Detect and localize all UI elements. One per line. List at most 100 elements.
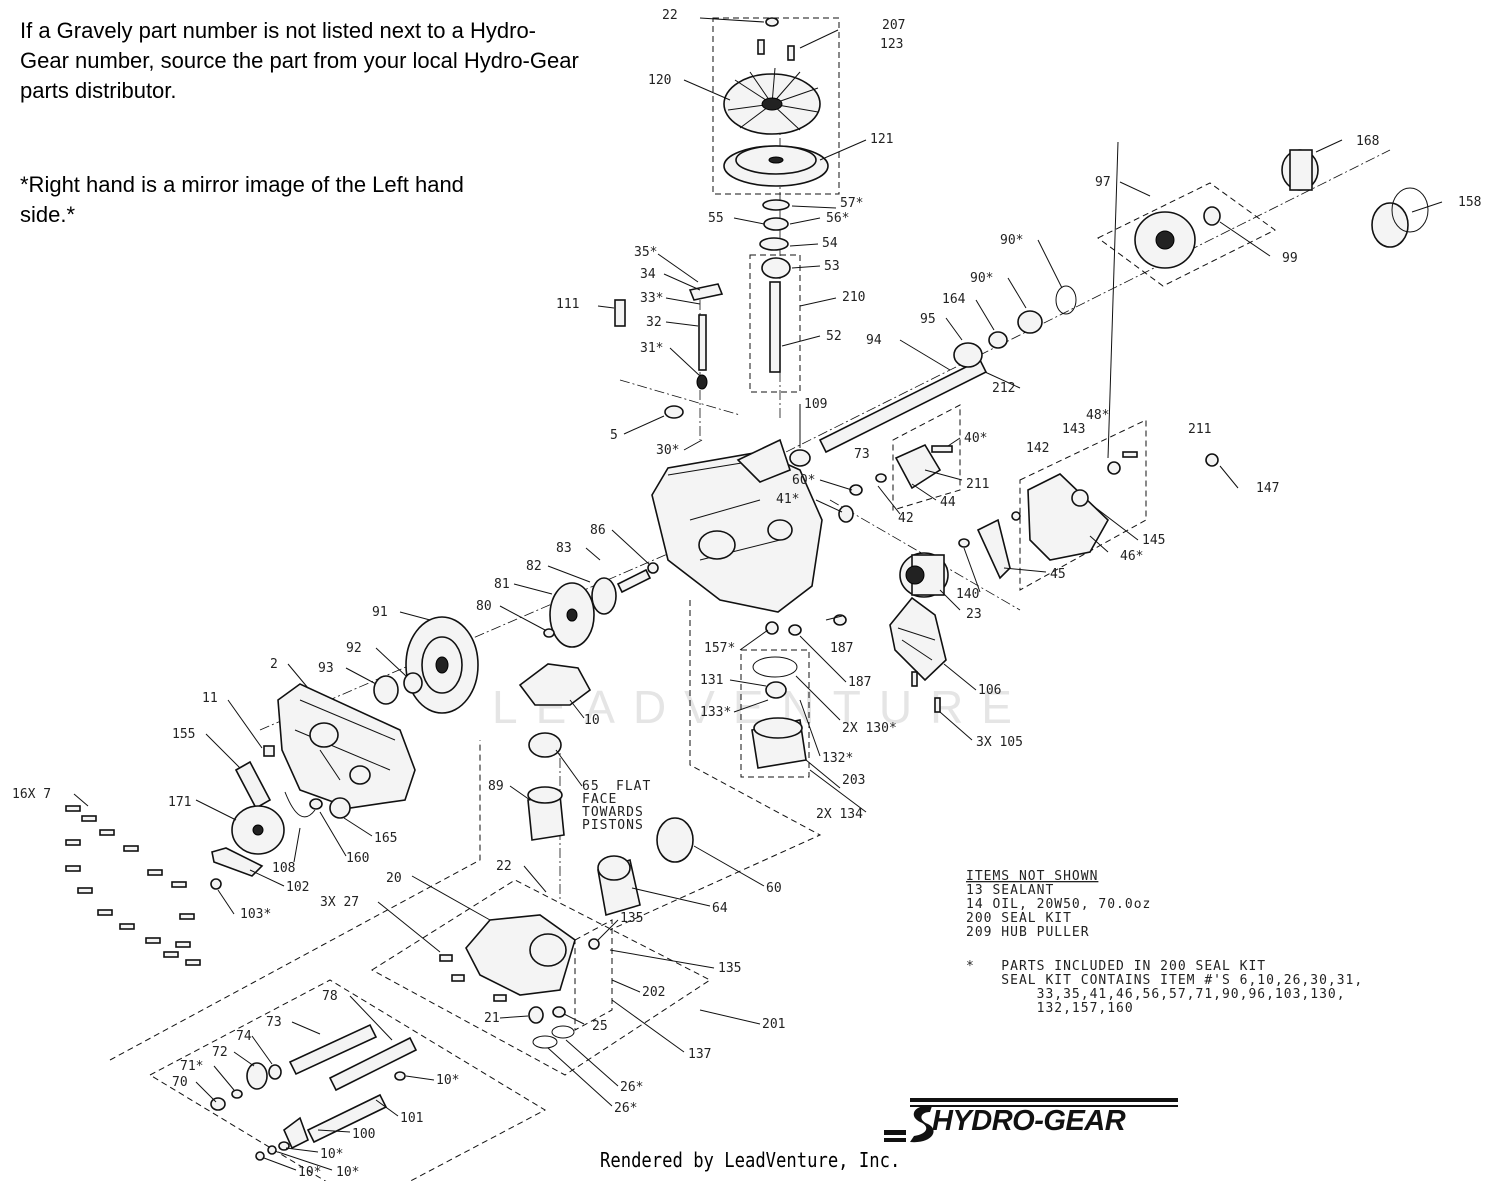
callout-64: 64 xyxy=(712,901,728,916)
callout-168: 168 xyxy=(1356,134,1379,149)
thrust-race-65 xyxy=(528,732,562,758)
callout-65-note: FLAT FACE TOWARDS PISTONS xyxy=(582,779,660,833)
callout-101: 101 xyxy=(400,1111,423,1126)
ring-10c xyxy=(267,1145,277,1155)
callout-73a: 73 xyxy=(854,447,870,462)
callout-10d: 10* xyxy=(336,1165,359,1180)
callout-55: 55 xyxy=(708,211,724,226)
callout-70: 70 xyxy=(172,1075,188,1090)
kit-box-211b xyxy=(1019,419,1147,591)
callout-211b: 211 xyxy=(1188,422,1211,437)
washer-80 xyxy=(543,628,555,638)
callout-160: 160 xyxy=(346,851,369,866)
callout-60: 60 xyxy=(766,881,782,896)
items-not-shown-row-1: 14 OIL, 20W50, 70.0oz xyxy=(966,897,1151,912)
nut-99 xyxy=(1203,206,1221,226)
kit-box-202 xyxy=(574,919,613,1031)
callout-48: 48* xyxy=(1086,408,1109,423)
note-gravely-part-number: If a Gravely part number is not listed n… xyxy=(20,18,579,103)
callout-211a: 211 xyxy=(966,477,989,492)
ring-10d xyxy=(255,1151,265,1161)
callout-35: 35* xyxy=(634,245,657,260)
side-cover-2 xyxy=(263,683,416,809)
plug-187b xyxy=(788,624,802,636)
filter-133 xyxy=(765,681,787,699)
bolt-105b xyxy=(934,697,941,713)
nut-22 xyxy=(765,17,779,27)
plate-44 xyxy=(894,443,942,490)
callout-31: 31* xyxy=(640,341,663,356)
callout-157: 157* xyxy=(704,641,735,656)
ring-145 xyxy=(1071,489,1089,507)
input-shaft-52 xyxy=(769,281,781,373)
seal-60 xyxy=(656,817,694,863)
callout-78: 78 xyxy=(322,989,338,1004)
axle-94 xyxy=(818,358,988,454)
pin-83 xyxy=(616,568,652,594)
washer-73 xyxy=(875,473,887,483)
callout-102: 102 xyxy=(286,880,309,895)
callout-201: 201 xyxy=(762,1017,785,1032)
valve-111 xyxy=(614,299,626,327)
callout-80: 80 xyxy=(476,599,492,614)
housing-body xyxy=(651,451,823,613)
callout-155: 155 xyxy=(172,727,195,742)
shaft-kit-box xyxy=(148,979,547,1181)
plug-11 xyxy=(263,745,275,757)
kit-box-203 xyxy=(740,649,810,778)
callout-2: 2 xyxy=(270,657,278,672)
callout-5: 5 xyxy=(610,428,618,443)
callout-145: 145 xyxy=(1142,533,1165,548)
callout-210: 210 xyxy=(842,290,865,305)
callout-158: 158 xyxy=(1458,195,1481,210)
callout-212: 212 xyxy=(992,381,1015,396)
bearing-168 xyxy=(1281,149,1319,191)
callout-60x: 60* xyxy=(792,473,815,488)
footer-rendered-by: Rendered by LeadVenture, Inc. xyxy=(600,1148,901,1172)
callout-95: 95 xyxy=(920,312,936,327)
callout-121: 121 xyxy=(870,132,893,147)
callout-123: 123 xyxy=(880,37,903,52)
oring-131 xyxy=(752,656,798,678)
callout-90b: 90* xyxy=(970,271,993,286)
pinion-82 xyxy=(591,577,617,615)
callout-45: 45 xyxy=(1050,567,1066,582)
bolt-123a xyxy=(757,39,765,55)
callout-99: 99 xyxy=(1282,251,1298,266)
oring-31 xyxy=(696,374,708,390)
callout-165: 165 xyxy=(374,831,397,846)
bolt-40 xyxy=(931,445,953,453)
items-not-shown-block: ITEMS NOT SHOWN 13 SEALANT 14 OIL, 20W50… xyxy=(966,869,1362,1016)
bolt-123b xyxy=(787,45,795,61)
callout-82: 82 xyxy=(526,559,542,574)
bolt-48 xyxy=(1122,451,1138,458)
callout-34: 34 xyxy=(640,267,656,282)
bearing-53 xyxy=(761,257,791,279)
callout-100: 100 xyxy=(352,1127,375,1142)
ring-90b xyxy=(1055,285,1077,315)
axle-axis xyxy=(769,149,1391,461)
kit-box-207 xyxy=(712,17,840,195)
kit-boxes xyxy=(109,17,1276,1181)
ring-26a xyxy=(532,1035,558,1049)
pin-135 xyxy=(588,938,600,950)
callout-105: 3X 105 xyxy=(976,735,1023,750)
control-levers xyxy=(210,760,351,890)
link-102 xyxy=(211,847,264,877)
callout-27: 3X 27 xyxy=(320,895,359,910)
callout-41: 41* xyxy=(776,492,799,507)
bearing-93 xyxy=(373,675,399,705)
bolt-27a xyxy=(439,954,453,962)
callout-97: 97 xyxy=(1095,175,1111,190)
callout-54: 54 xyxy=(822,236,838,251)
bolt-27b xyxy=(451,974,465,982)
callout-74: 74 xyxy=(236,1029,252,1044)
seal-56 xyxy=(763,217,789,231)
seal-kit-note-2: 33,35,41,46,56,57,71,90,96,103,130, xyxy=(966,987,1346,1002)
hydro-gear-logo-text: HYDRO-GEAR xyxy=(932,1105,1126,1137)
hub-97 xyxy=(1134,206,1221,269)
brake-arm-143 xyxy=(1027,473,1110,561)
callout-147: 147 xyxy=(1256,481,1279,496)
ring-10a xyxy=(394,1071,406,1081)
axle xyxy=(789,285,1077,467)
